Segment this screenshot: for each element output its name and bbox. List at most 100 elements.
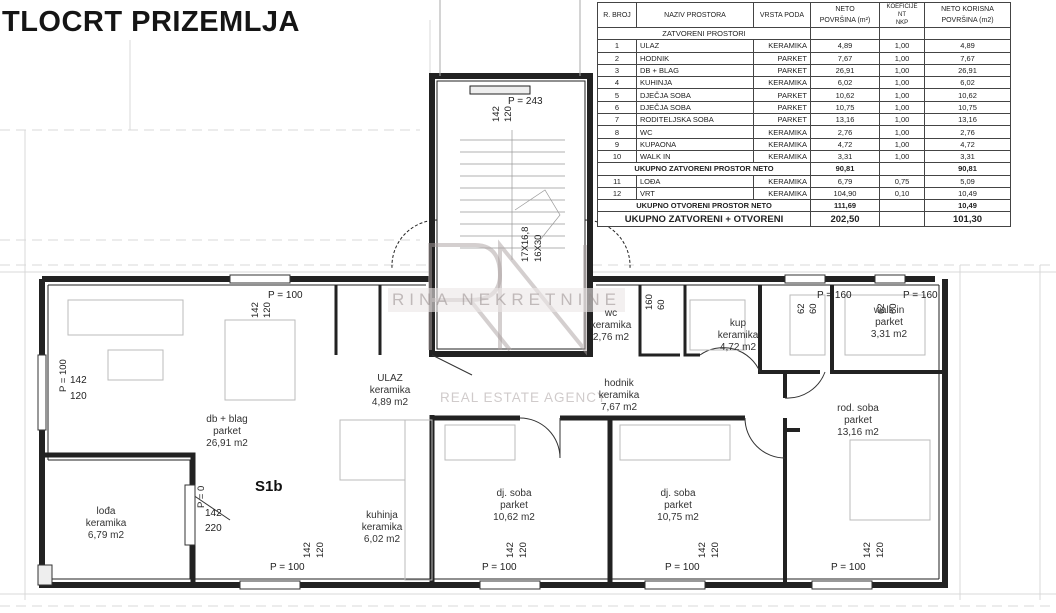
cell-number: 1 <box>597 39 637 53</box>
cell-number: 5 <box>597 88 637 102</box>
cell-number: 2 <box>597 51 637 65</box>
total-open-net: 111,69 <box>810 199 880 213</box>
table-total-closed-row: UKUPNO ZATVORENI PROSTOR NETO 90,81 90,8… <box>597 162 1011 176</box>
cell-net-area: 10,75 <box>810 100 880 115</box>
cell-usable-area: 3,31 <box>924 149 1011 164</box>
cell-coefficient: 1,00 <box>879 100 925 115</box>
cell-number: 7 <box>597 113 637 127</box>
cell-net-area: 2,76 <box>810 125 880 139</box>
watermark-brand: RINA NEKRETNINE <box>388 288 625 312</box>
dim-142: 142 <box>862 542 873 558</box>
dim-120: 120 <box>710 542 721 558</box>
cell-usable-area: 6,02 <box>924 76 1011 90</box>
cell-number: 10 <box>597 149 637 164</box>
cell-net-area: 13,16 <box>810 113 880 127</box>
cell-number: 8 <box>597 125 637 139</box>
cell-floor-type: PARKET <box>753 51 811 65</box>
dim-p0: P = 0 <box>196 485 207 508</box>
grand-total-use: 101,30 <box>924 211 1011 228</box>
dim-p100: P = 100 <box>268 290 303 301</box>
cell-net-area: 7,67 <box>810 51 880 65</box>
cell-room-name: WC <box>636 125 754 139</box>
cell-floor-type: KERAMIKA <box>753 76 811 90</box>
cell-usable-area: 13,16 <box>924 113 1011 127</box>
th-vrsta: VRSTA PODA <box>753 2 811 28</box>
dim-60: 60 <box>656 299 667 310</box>
furniture <box>67 294 931 581</box>
dim-p160: P = 160 <box>903 290 938 301</box>
cell-usable-area: 10,49 <box>924 186 1011 201</box>
cell-net-area: 10,62 <box>810 88 880 102</box>
dim-120: 120 <box>262 302 273 318</box>
watermark-tagline: REAL ESTATE AGENCY <box>440 390 608 405</box>
doors <box>192 347 826 521</box>
dim-p243: P = 243 <box>508 96 543 107</box>
dim-142: 142 <box>250 302 261 318</box>
cell-usable-area: 10,62 <box>924 88 1011 102</box>
cell-number: 3 <box>597 63 637 78</box>
cell-floor-type: KERAMIKA <box>753 149 811 164</box>
dim-120: 120 <box>518 542 529 558</box>
total-open-label: UKUPNO OTVORENI PROSTOR NETO <box>597 199 811 213</box>
cell-usable-area: 10,75 <box>924 100 1011 115</box>
dim-p100: P = 100 <box>270 562 305 573</box>
dim-142: 142 <box>302 542 313 558</box>
cell-coefficient: 1,00 <box>879 88 925 102</box>
dim-142: 142 <box>491 106 502 122</box>
total-closed-use: 90,81 <box>924 162 1011 176</box>
cell-net-area: 4,72 <box>810 137 880 151</box>
cell-floor-type: KERAMIKA <box>753 39 811 53</box>
dim-p100: P = 100 <box>58 359 69 392</box>
dim-p100: P = 100 <box>482 562 517 573</box>
cell-floor-type: KERAMIKA <box>753 186 811 201</box>
dim-142: 142 <box>70 375 87 386</box>
cell-room-name: DJEČJA SOBA <box>636 88 754 102</box>
cell-room-name: RODITELJSKA SOBA <box>636 113 754 127</box>
th-r-broj: R. BROJ <box>597 2 637 28</box>
grand-total-label: UKUPNO ZATVORENI + OTVORENI <box>597 211 811 228</box>
section-closed-label: ZATVORENI PROSTORI <box>597 26 811 41</box>
cell-coefficient: 0,75 <box>879 174 925 188</box>
dim-220: 220 <box>205 523 222 534</box>
cell-number: 6 <box>597 100 637 115</box>
cell-room-name: KUPAONA <box>636 137 754 151</box>
cell-net-area: 6,79 <box>810 174 880 188</box>
cell-number: 4 <box>597 76 637 90</box>
cell-usable-area: 7,67 <box>924 51 1011 65</box>
cell-coefficient: 0,10 <box>879 186 925 201</box>
cell-number: 11 <box>597 174 637 188</box>
cell-floor-type: PARKET <box>753 63 811 78</box>
dim-120: 120 <box>70 391 87 402</box>
dim-62: 62 <box>796 303 807 314</box>
th-naziv: NAZIV PROSTORA <box>636 2 754 28</box>
cell-usable-area: 2,76 <box>924 125 1011 139</box>
dim-120: 120 <box>875 542 886 558</box>
total-open-use: 10,49 <box>924 199 1011 213</box>
cell-floor-type: KERAMIKA <box>753 137 811 151</box>
cell-net-area: 6,02 <box>810 76 880 90</box>
cell-coefficient: 1,00 <box>879 39 925 53</box>
plan-title: TLOCRT PRIZEMLJA <box>2 6 300 38</box>
cell-room-name: VRT <box>636 186 754 201</box>
dim-120: 120 <box>503 106 514 122</box>
